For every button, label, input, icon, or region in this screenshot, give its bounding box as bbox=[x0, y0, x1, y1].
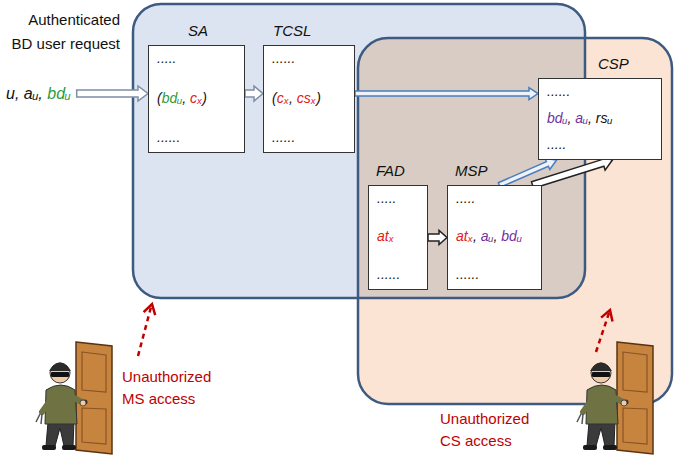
ellipsis-row: ..... bbox=[377, 189, 396, 207]
threat-label: Unauthorized MS access bbox=[122, 366, 218, 410]
box-frame: ..... (bdᵤ, cₓ)...... bbox=[148, 45, 245, 153]
flow-arrow bbox=[245, 86, 263, 101]
variable-list: (bdᵤ, cₓ) bbox=[157, 89, 207, 107]
ellipsis-row: ...... bbox=[377, 265, 400, 283]
variable-token: u bbox=[6, 85, 15, 102]
system-box: CSP...... bdᵤ, aᵤ, rsᵤ..... bbox=[538, 54, 662, 160]
variable-list: (cₓ, csₓ) bbox=[272, 89, 321, 107]
variable-token: bdᵤ bbox=[501, 228, 522, 244]
ellipsis-row: ..... bbox=[547, 135, 566, 153]
attack-arrow bbox=[138, 307, 151, 356]
overlap-region bbox=[358, 38, 585, 298]
box-frame: ..... atₓ, aᵤ, bdᵤ...... bbox=[447, 185, 542, 290]
attack-arrowhead bbox=[144, 304, 156, 315]
request-values: u, aᵤ, bdᵤ bbox=[6, 84, 71, 103]
box-frame: ...... bdᵤ, aᵤ, rsᵤ..... bbox=[538, 78, 662, 160]
variable-list: atₓ bbox=[377, 227, 394, 245]
ellipsis-row: ...... bbox=[547, 82, 570, 100]
variable-token: aᵤ bbox=[24, 85, 39, 102]
variable-token: bdᵤ bbox=[47, 85, 70, 102]
box-heading: MSP bbox=[455, 161, 488, 181]
ellipsis-row: ...... bbox=[272, 49, 295, 67]
system-box: SA..... (bdᵤ, cₓ)...... bbox=[148, 21, 245, 153]
attack-arrowhead bbox=[601, 310, 612, 321]
intruder-figure bbox=[36, 342, 112, 454]
variable-token: rsᵤ bbox=[596, 110, 613, 126]
request-caption: Authenticated BD user request bbox=[8, 8, 120, 56]
system-box: MSP..... atₓ, aᵤ, bdᵤ...... bbox=[447, 161, 542, 290]
variable-token: cₓ bbox=[190, 90, 202, 106]
ellipsis-row: ...... bbox=[272, 128, 295, 146]
box-heading: SA bbox=[188, 21, 208, 41]
flow-arrow bbox=[428, 231, 447, 245]
box-heading: TCSL bbox=[273, 21, 311, 41]
ellipsis-row: ..... bbox=[456, 189, 475, 207]
box-heading: FAD bbox=[376, 161, 405, 181]
variable-token: atₓ bbox=[456, 228, 473, 244]
variable-list: atₓ, aᵤ, bdᵤ bbox=[456, 227, 522, 245]
variable-token: aᵤ bbox=[481, 228, 494, 244]
flow-arrow bbox=[355, 88, 538, 100]
intruder-figure bbox=[577, 342, 653, 454]
box-frame: ...... (cₓ, csₓ)...... bbox=[263, 45, 355, 153]
variable-list: bdᵤ, aᵤ, rsᵤ bbox=[547, 109, 612, 127]
attack-arrow bbox=[596, 313, 609, 352]
box-frame: ..... atₓ...... bbox=[368, 185, 428, 290]
ellipsis-row: ..... bbox=[157, 49, 176, 67]
variable-token: atₓ bbox=[377, 228, 394, 244]
request-arrow bbox=[77, 86, 148, 101]
variable-token: csₓ bbox=[297, 90, 316, 106]
system-box: FAD..... atₓ...... bbox=[368, 161, 428, 290]
variable-token: cₓ bbox=[277, 90, 289, 106]
threat-label: Unauthorized CS access bbox=[440, 408, 536, 452]
ellipsis-row: ...... bbox=[456, 265, 479, 283]
variable-token: bdᵤ bbox=[547, 110, 568, 126]
system-box: TCSL...... (cₓ, csₓ)...... bbox=[263, 21, 355, 153]
ellipsis-row: ...... bbox=[157, 128, 180, 146]
box-heading: CSP bbox=[598, 54, 629, 74]
variable-token: bdᵤ bbox=[162, 90, 183, 106]
flow-arrow bbox=[532, 156, 613, 189]
variable-token: aᵤ bbox=[575, 110, 588, 126]
